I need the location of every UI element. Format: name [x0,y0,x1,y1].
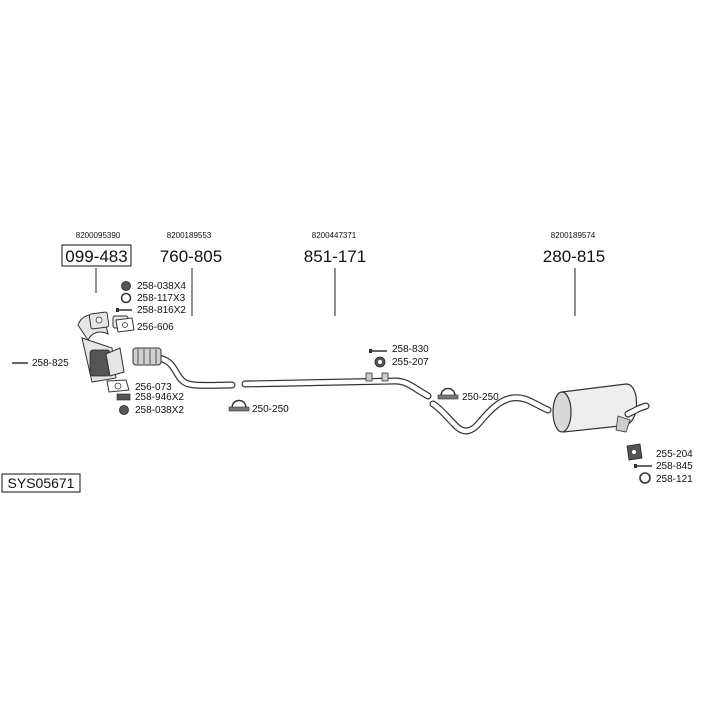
part-255-207[interactable]: 255-207 [374,356,429,368]
oe-number-middle-pipe: 8200447371 [312,231,357,240]
stud-icon [116,393,131,401]
part-256-606[interactable]: 256-606 [115,317,174,333]
clamp-nut-icon [121,281,131,291]
gasket-icon [115,317,135,333]
svg-text:256-073: 256-073 [135,382,172,393]
pipe-clamp-icon [440,387,456,397]
svg-text:258-830: 258-830 [392,344,429,355]
part-258-117x3[interactable]: 258-117X3 [120,292,186,304]
svg-text:258-816X2: 258-816X2 [137,305,186,316]
part-258-845[interactable]: 258-845 [634,461,693,472]
part-258-121[interactable]: 258-121 [639,472,693,485]
svg-text:258-121: 258-121 [656,474,693,485]
part-255-204[interactable]: 255-204 [626,443,693,461]
svg-text:258-117X3: 258-117X3 [137,293,186,304]
part-number-rear-silencer[interactable]: 280-815 [543,247,605,266]
sealing-ring-icon [120,292,132,304]
oe-number-catalyst: 8200095390 [76,231,121,240]
part-256-073[interactable]: 256-073 [106,379,172,393]
section-front-pipe: 8200189553 760-805 [132,231,236,389]
svg-text:250-250: 250-250 [252,404,289,415]
part-number-middle-pipe[interactable]: 851-171 [304,247,366,266]
svg-text:256-606: 256-606 [137,322,174,333]
section-catalyst: 8200095390 099-483 [61,231,132,383]
part-258-946x2[interactable]: 258-946X2 [116,392,184,403]
svg-text:258-038X2: 258-038X2 [135,405,184,416]
system-code: SYS05671 [1,473,81,493]
part-number-catalyst[interactable]: 099-483 [65,247,127,266]
system-code-box [1,473,81,493]
oe-number-front-pipe: 8200189553 [167,231,212,240]
part-258-038x4[interactable]: 258-038X4 [121,281,187,292]
oe-number-rear-silencer: 8200189574 [551,231,596,240]
svg-text:255-204: 255-204 [656,449,693,460]
part-number-box [61,244,132,267]
part-258-816x2[interactable]: 258-816X2 [116,305,186,316]
clamp-nut-icon [119,405,129,415]
part-258-830[interactable]: 258-830 [369,344,429,355]
catalytic-converter-drawing [77,311,129,383]
part-250-250-second[interactable]: 250-250 [437,387,499,404]
pipe-clamp-icon [231,399,247,409]
svg-text:255-207: 255-207 [392,357,429,368]
part-number-front-pipe[interactable]: 760-805 [160,247,222,266]
rear-silencer-drawing [429,383,650,435]
gasket-icon [106,379,130,393]
svg-text:258-845: 258-845 [656,461,693,472]
svg-text:250-250: 250-250 [462,392,499,403]
middle-pipe-drawing [241,372,432,400]
svg-text:258-946X2: 258-946X2 [135,392,184,403]
front-pipe-drawing [132,347,236,389]
part-250-250-first[interactable]: 250-250 [228,399,289,416]
sealing-ring-icon [639,472,651,484]
svg-text:258-038X4: 258-038X4 [137,281,186,292]
svg-text:258-825: 258-825 [32,358,69,369]
section-middle-pipe: 8200447371 851-171 [241,231,432,400]
part-258-825[interactable]: 258-825 [12,358,69,369]
system-code-label: SYS05671 [8,475,75,491]
section-rear-silencer: 8200189574 280-815 [429,231,650,435]
part-258-038x2[interactable]: 258-038X2 [119,405,185,416]
